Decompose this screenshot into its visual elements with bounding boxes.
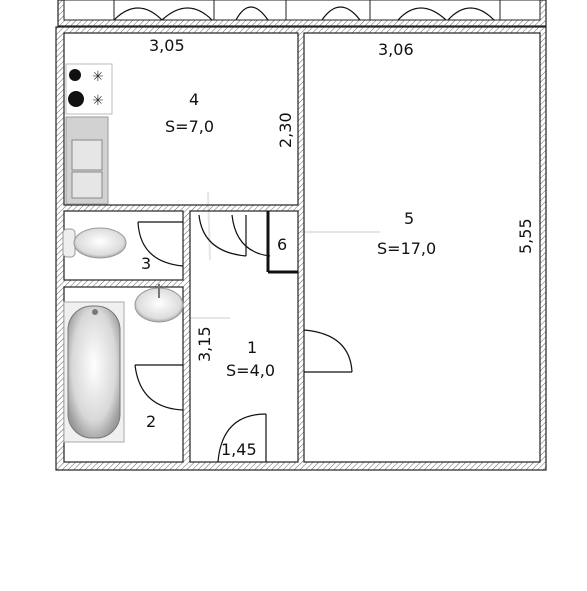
room-number-5: 5	[404, 209, 414, 228]
dimension-kitchen-width: 3,05	[149, 36, 185, 55]
room-area-4: S=7,0	[165, 117, 214, 136]
watermark-lines	[190, 191, 380, 319]
doors	[134, 214, 353, 463]
dimension-room5-height: 5,55	[516, 218, 535, 254]
svg-text:✳: ✳	[92, 93, 104, 109]
room-number-2: 2	[146, 412, 156, 431]
toilet-icon	[62, 227, 127, 259]
stove-icon: ✳ ✳	[65, 63, 113, 115]
room-area-1: S=4,0	[226, 361, 275, 380]
exterior-walls	[55, 26, 547, 471]
room-number-3: 3	[141, 254, 151, 273]
dimension-entrance-width: 1,45	[221, 440, 257, 459]
dimension-kitchen-height: 2,30	[276, 112, 295, 148]
room-area-5: S=17,0	[377, 239, 436, 258]
closet-partition	[266, 211, 298, 274]
bathtub-icon	[63, 301, 125, 443]
svg-text:✳: ✳	[92, 69, 104, 85]
kitchen-sink-icon	[65, 116, 109, 205]
upper-plan-fragment	[57, 0, 547, 27]
dimension-room5-width: 3,06	[378, 40, 414, 59]
room-number-6: 6	[277, 235, 287, 254]
room-number-4: 4	[189, 90, 199, 109]
dimension-hall-height: 3,15	[195, 326, 214, 362]
room-number-1: 1	[247, 338, 257, 357]
washbasin-icon	[134, 284, 184, 323]
